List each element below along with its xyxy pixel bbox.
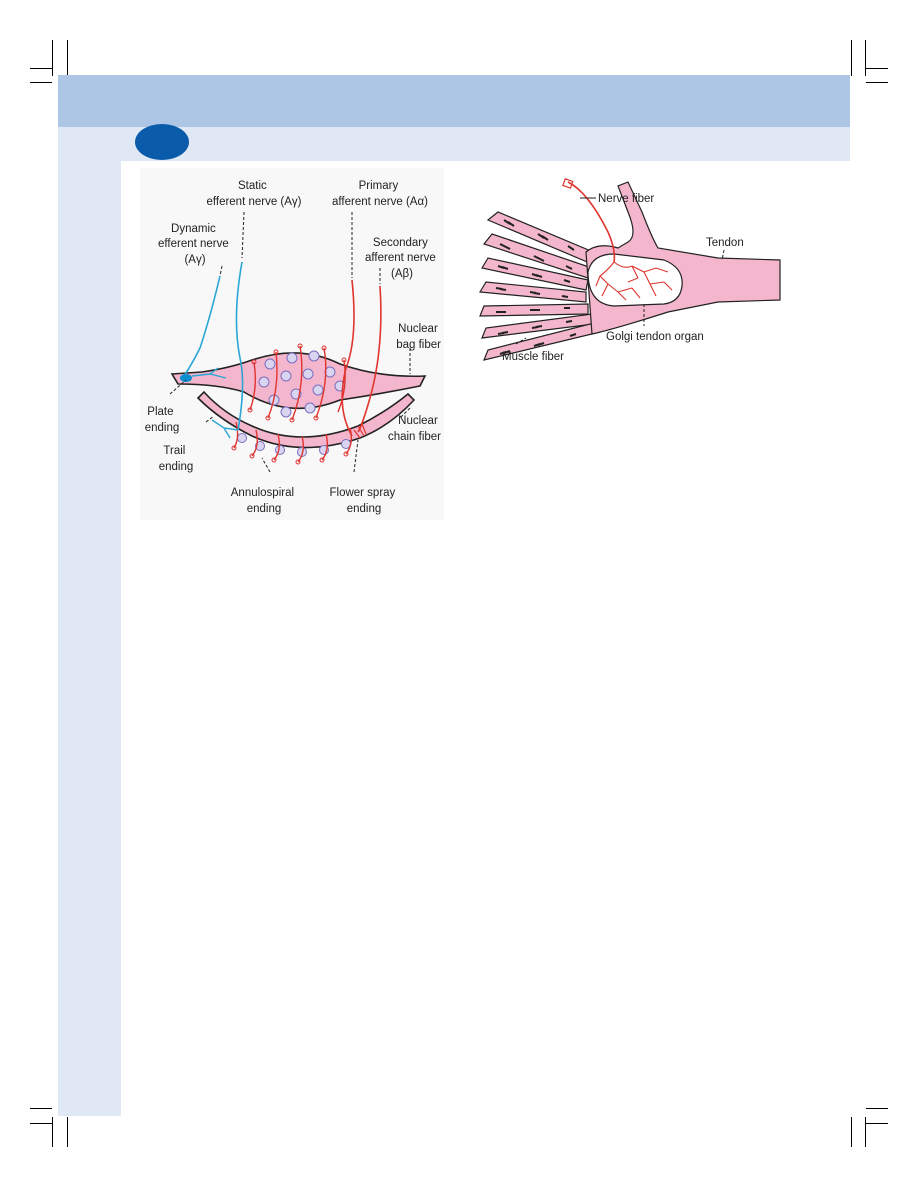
plate-ending-mark <box>180 374 192 382</box>
crop-mark <box>866 68 888 69</box>
static-efferent-nerve-line <box>235 261 244 431</box>
golgi-tendon-figure: Nerve fiber Tendon Golgi tendon organ Mu… <box>468 172 788 372</box>
trail-ending-label: Trail ending <box>159 445 194 473</box>
spiral-knots <box>231 343 349 465</box>
crop-mark <box>851 1117 852 1147</box>
chain-nuclei <box>237 433 351 457</box>
crop-mark <box>865 1117 866 1147</box>
crop-mark <box>52 40 53 76</box>
primary-afferent-nerve-line <box>341 279 355 437</box>
trail-ending-branches <box>211 419 239 439</box>
chapter-badge <box>135 124 189 160</box>
muscle-fiber-label: Muscle fiber <box>502 351 564 363</box>
annulospiral-label: Annulospiral ending <box>231 487 298 515</box>
plate-ending-label: Plate ending <box>145 406 180 434</box>
crop-mark <box>866 1123 888 1124</box>
leader-lines <box>169 211 411 473</box>
crop-mark <box>30 1108 52 1109</box>
header-band <box>58 75 850 127</box>
nerve-fiber-end <box>562 178 574 189</box>
crop-mark <box>866 1108 888 1109</box>
crop-mark <box>851 40 852 76</box>
static-efferent-label: Static efferent nerve (Aγ) <box>206 180 301 208</box>
muscle-striations <box>495 219 577 355</box>
crop-mark <box>30 1123 52 1124</box>
nerve-fiber-line <box>567 181 616 263</box>
nuclear-chain-fiber-shape <box>196 390 416 449</box>
golgi-nerve-terminals <box>595 261 673 301</box>
secondary-afferent-nerve-line <box>357 285 382 433</box>
nerve-fiber-label: Nerve fiber <box>598 193 654 205</box>
tendon-label: Tendon <box>706 237 744 249</box>
crop-mark <box>67 1117 68 1147</box>
nuclear-bag-fiber-shape <box>170 352 427 410</box>
nuclear-chain-label: Nuclear chain fiber <box>388 415 441 443</box>
crop-mark <box>30 82 52 83</box>
subheader-band <box>58 127 850 161</box>
flower-spray-label: Flower spray ending <box>329 487 398 515</box>
dynamic-efferent-label: Dynamic efferent nerve (Aγ) <box>158 223 232 266</box>
primary-afferent-label: Primary afferent nerve (Aα) <box>332 180 428 208</box>
dynamic-efferent-nerve-line <box>183 275 221 377</box>
crop-mark <box>30 68 52 69</box>
golgi-tendon-svg: Nerve fiber Tendon Golgi tendon organ Mu… <box>478 178 781 363</box>
nuclear-bag-label: Nuclear bag fiber <box>396 323 441 351</box>
golgi-tendon-organ-label: Golgi tendon organ <box>606 331 704 343</box>
crop-mark <box>67 40 68 76</box>
crop-mark <box>52 1117 53 1147</box>
secondary-afferent-label: Secondary afferent nerve (Aβ) <box>365 237 439 280</box>
side-strip <box>58 161 121 1116</box>
golgi-organ-capsule <box>587 253 683 307</box>
muscle-spindle-svg: Static efferent nerve (Aγ) Dynamic effer… <box>145 180 441 515</box>
muscle-spindle-figure: Static efferent nerve (Aγ) Dynamic effer… <box>140 168 444 520</box>
flower-spray-ending-mark <box>353 423 367 439</box>
golgi-leader-lines <box>515 197 725 345</box>
crop-mark <box>865 40 866 76</box>
plate-ending-branches <box>191 367 227 379</box>
crop-mark <box>866 82 888 83</box>
